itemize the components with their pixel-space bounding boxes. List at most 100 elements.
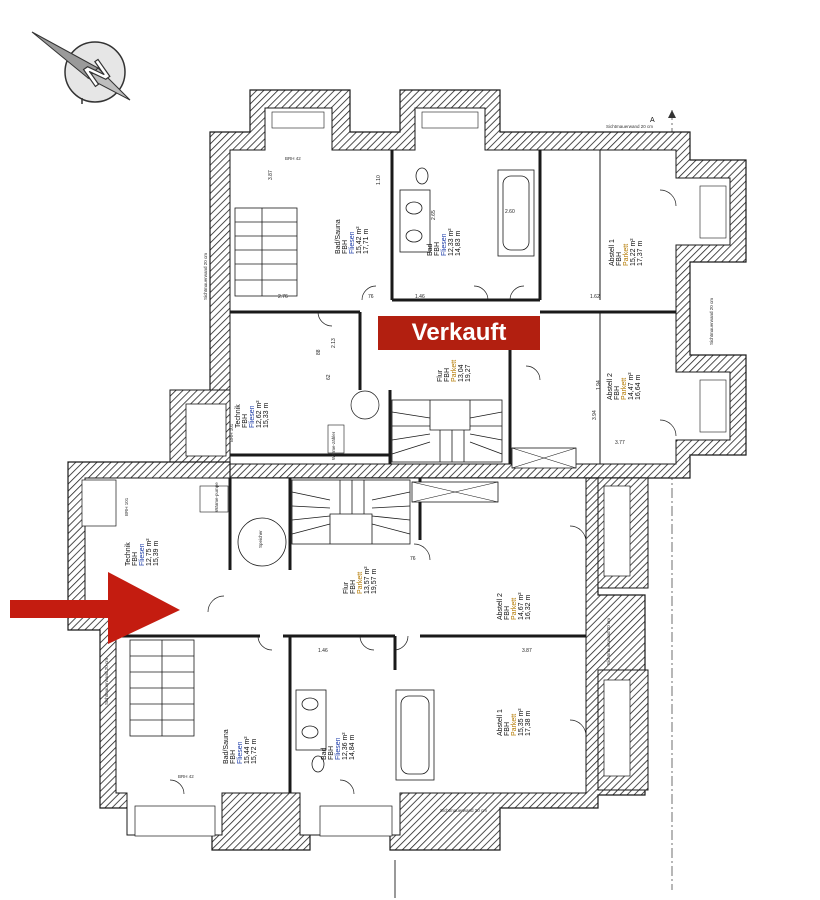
wall-note-bottom: Sichtmauerwand 20 cm: [440, 808, 487, 813]
dim-62: 62: [326, 374, 332, 380]
lower-bad-floor: Fliesen: [335, 737, 342, 760]
upper-abstell1-area: 15,22 m²: [630, 238, 637, 266]
staircase-upper: [391, 399, 503, 463]
lower-bad-sauna-name: Bad/Sauna: [223, 729, 230, 764]
upper-bad-sauna-name: Bad/Sauna: [335, 219, 342, 254]
upper-abstell2-floor: Parkett: [621, 378, 628, 400]
dim-2-60: 2.60: [505, 209, 515, 215]
upper-bad-perim: 14,83 m: [455, 231, 462, 256]
upper-flur-area: 13,04: [458, 364, 465, 382]
lower-bad-name: Bad: [321, 747, 328, 760]
lower-bad-perim: 14,84 m: [349, 735, 356, 760]
upper-bad-floor: Fliesen: [441, 233, 448, 256]
lower-bad-sauna-area: 15,44 m²: [244, 736, 251, 764]
upper-bad-sauna-area: 15,42 m²: [356, 226, 363, 254]
upper-bad-area: 12,33 m²: [448, 228, 455, 256]
upper-abstell2-perim: 16,64 m: [635, 375, 642, 400]
lower-abstell1-floor: Parkett: [511, 714, 518, 736]
lower-flur-perim: 19,57 m: [371, 569, 378, 594]
upper-abstell2-name: Abstell 2: [607, 373, 614, 400]
lower-bad-area: 12,36 m²: [342, 732, 349, 760]
lower-unit: Speicher Wärme-pumpe: [67, 461, 649, 851]
bathtub-upper: [497, 169, 535, 257]
upper-bad-sauna-heat: FBH: [342, 240, 349, 254]
lower-abstell1-area: 15,35 m²: [518, 708, 525, 736]
lower-bad-sauna-perim: 15,72 m: [251, 739, 258, 764]
wall-note-right-lower: Sichtmauerwand 20 cm: [606, 618, 611, 665]
dim-76-a: 76: [368, 294, 374, 300]
dim-76-b: 76: [410, 556, 416, 562]
lower-flur-name: Flur: [343, 581, 350, 594]
lower-bad-heat: FBH: [328, 746, 335, 760]
lower-abstell2-perim: 16,32 m: [525, 595, 532, 620]
brh-101-upper: BRH 101: [229, 423, 234, 442]
dim-3-87-lower: 3.87: [522, 648, 532, 654]
lower-technik-name: Technik: [125, 542, 132, 566]
dim-88: 88: [316, 349, 322, 355]
wall-note-top: Sichtmauerwand 20 cm: [606, 124, 653, 129]
upper-technik-area: 12,62 m²: [256, 400, 263, 428]
sauna-bench-lower: [129, 639, 195, 737]
sinks-lower: [295, 689, 327, 773]
upper-unit: Bad/Sauna FBH Fliesen 15,42 m² 17,71 m B…: [169, 89, 747, 479]
lower-technik-floor: Fliesen: [139, 543, 146, 566]
lower-abstell1-heat: FBH: [504, 722, 511, 736]
upper-waermezaehler-label: Wärme-zähler: [331, 431, 336, 460]
sold-banner: Verkauft: [378, 316, 540, 350]
upper-bad-name: Bad: [427, 243, 434, 256]
lower-abstell1-name: Abstell 1: [497, 709, 504, 736]
lower-abstell2-name: Abstell 2: [497, 593, 504, 620]
staircase-lower: [291, 479, 411, 545]
lower-technik-perim: 15,39 m: [153, 541, 160, 566]
upper-technik-heat: FBH: [242, 414, 249, 428]
dim-3-94: 3.94: [592, 410, 598, 420]
lower-flur-floor: Parkett: [357, 572, 364, 594]
lower-bad-sauna-heat: FBH: [230, 750, 237, 764]
dim-1-62: 1.62: [590, 294, 600, 300]
dim-2-13: 2.13: [331, 338, 337, 348]
upper-abstell1-perim: 17,37 m: [637, 241, 644, 266]
upper-abstell2-area: 14,47 m²: [628, 372, 635, 400]
upper-abstell1-name: Abstell 1: [609, 239, 616, 266]
dim-2-76: 2.76: [278, 294, 288, 300]
dim-2-65: 2.65: [431, 210, 437, 220]
dim-3-87: 3.87: [268, 170, 274, 180]
dim-1-46: 1.46: [415, 294, 425, 300]
lower-bad-sauna-floor: Fliesen: [237, 741, 244, 764]
sauna-bench-upper: [234, 207, 298, 297]
upper-technik-name: Technik: [235, 404, 242, 428]
upper-technik-floor: Fliesen: [249, 405, 256, 428]
lower-flur-heat: FBH: [350, 580, 357, 594]
dim-1-46-lower: 1.46: [318, 648, 328, 654]
dim-3-77: 3.77: [615, 440, 625, 446]
wall-note-left-lower: Sichtmauerwand 20 cm: [104, 658, 109, 705]
upper-abstell2-heat: FBH: [614, 386, 621, 400]
upper-flur-name: Flur: [437, 369, 444, 382]
upper-flur-heat: FBH: [444, 368, 451, 382]
speicher-label: Speicher: [258, 530, 263, 548]
upper-bad-heat: FBH: [434, 242, 441, 256]
lower-abstell2-heat: FBH: [504, 606, 511, 620]
lower-technik-area: 12,75 m²: [146, 538, 153, 566]
arrow-icon: [10, 572, 180, 644]
bathtub-lower: [395, 689, 435, 781]
compass-icon: N: [31, 31, 131, 104]
wall-note-right: Sichtmauerwand 20 cm: [709, 298, 714, 345]
upper-flur-floor: Parkett: [451, 360, 458, 382]
upper-technik-perim: 15,33 m: [263, 403, 270, 428]
waermepumpe-label: Wärme-pumpe: [214, 482, 219, 512]
dim-1-94: 1.94: [596, 380, 602, 390]
lower-abstell2-area: 14,67 m²: [518, 592, 525, 620]
upper-bad-sauna-floor: Fliesen: [349, 231, 356, 254]
section-marker: A: [650, 117, 655, 124]
sinks-upper: [399, 167, 431, 253]
brh-101-lower: BRH 101: [124, 497, 129, 516]
upper-bad-sauna-perim: 17,71 m: [363, 229, 370, 254]
lower-abstell2-floor: Parkett: [511, 598, 518, 620]
lower-flur-area: 13,57 m²: [364, 566, 371, 594]
wall-note-left-upper: Sichtmauerwand 20 cm: [203, 253, 208, 300]
lower-technik-heat: FBH: [132, 552, 139, 566]
dim-1-10: 1.10: [376, 175, 382, 185]
upper-abstell1-floor: Parkett: [623, 244, 630, 266]
